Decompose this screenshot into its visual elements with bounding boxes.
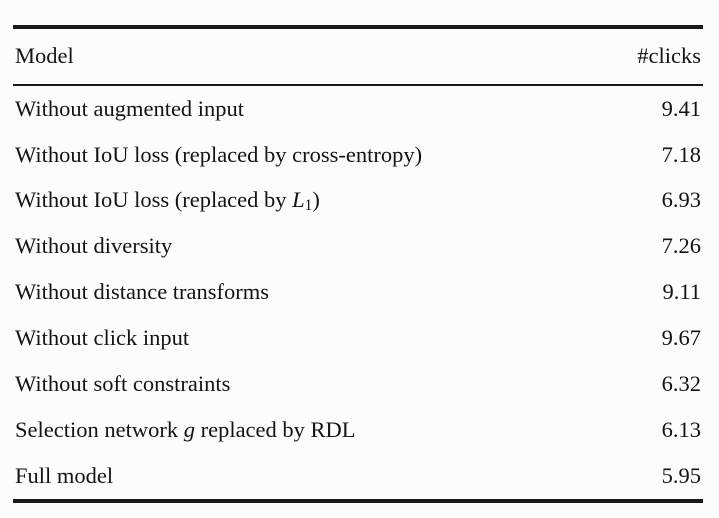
model-cell: Without click input <box>15 325 190 351</box>
table-row: Without soft constraints 6.32 <box>13 361 703 407</box>
column-header-model: Model <box>15 43 74 69</box>
column-header-clicks: #clicks <box>637 43 701 69</box>
clicks-cell: 5.95 <box>661 462 701 488</box>
model-cell: Full model <box>15 462 114 488</box>
table-row: Without IoU loss (replaced by L1) 6.93 <box>13 178 703 224</box>
model-cell: Selection network g replaced by RDL <box>15 416 356 442</box>
table-row: Without diversity 7.26 <box>13 224 703 270</box>
clicks-cell: 7.18 <box>661 141 701 167</box>
table-header-row: Model #clicks <box>13 29 703 84</box>
table-header-rule <box>13 84 703 86</box>
model-cell: Without distance transforms <box>15 279 270 305</box>
clicks-cell: 6.13 <box>661 416 701 442</box>
table-row: Full model 5.95 <box>13 453 703 499</box>
table-row: Without IoU loss (replaced by cross-entr… <box>13 132 703 178</box>
clicks-cell: 9.11 <box>662 279 701 305</box>
clicks-cell: 7.26 <box>661 233 701 259</box>
table-bottom-rule <box>13 499 703 504</box>
table-top-rule <box>13 25 703 29</box>
table-row: Selection network g replaced by RDL 6.13 <box>13 407 703 453</box>
clicks-cell: 9.41 <box>661 95 701 121</box>
model-cell: Without IoU loss (replaced by L1) <box>15 187 320 215</box>
clicks-cell: 6.32 <box>661 371 701 397</box>
model-cell: Without soft constraints <box>15 371 231 397</box>
model-cell: Without augmented input <box>15 95 245 121</box>
ablation-table: Model #clicks Without augmented input 9.4… <box>13 25 703 504</box>
table-row: Without augmented input 9.41 <box>13 86 703 132</box>
table-row: Without distance transforms 9.11 <box>13 270 703 316</box>
clicks-cell: 9.67 <box>661 325 701 351</box>
model-cell: Without IoU loss (replaced by cross-entr… <box>15 141 423 167</box>
model-cell: Without diversity <box>15 233 173 259</box>
clicks-cell: 6.93 <box>661 187 701 213</box>
table-row: Without click input 9.67 <box>13 315 703 361</box>
